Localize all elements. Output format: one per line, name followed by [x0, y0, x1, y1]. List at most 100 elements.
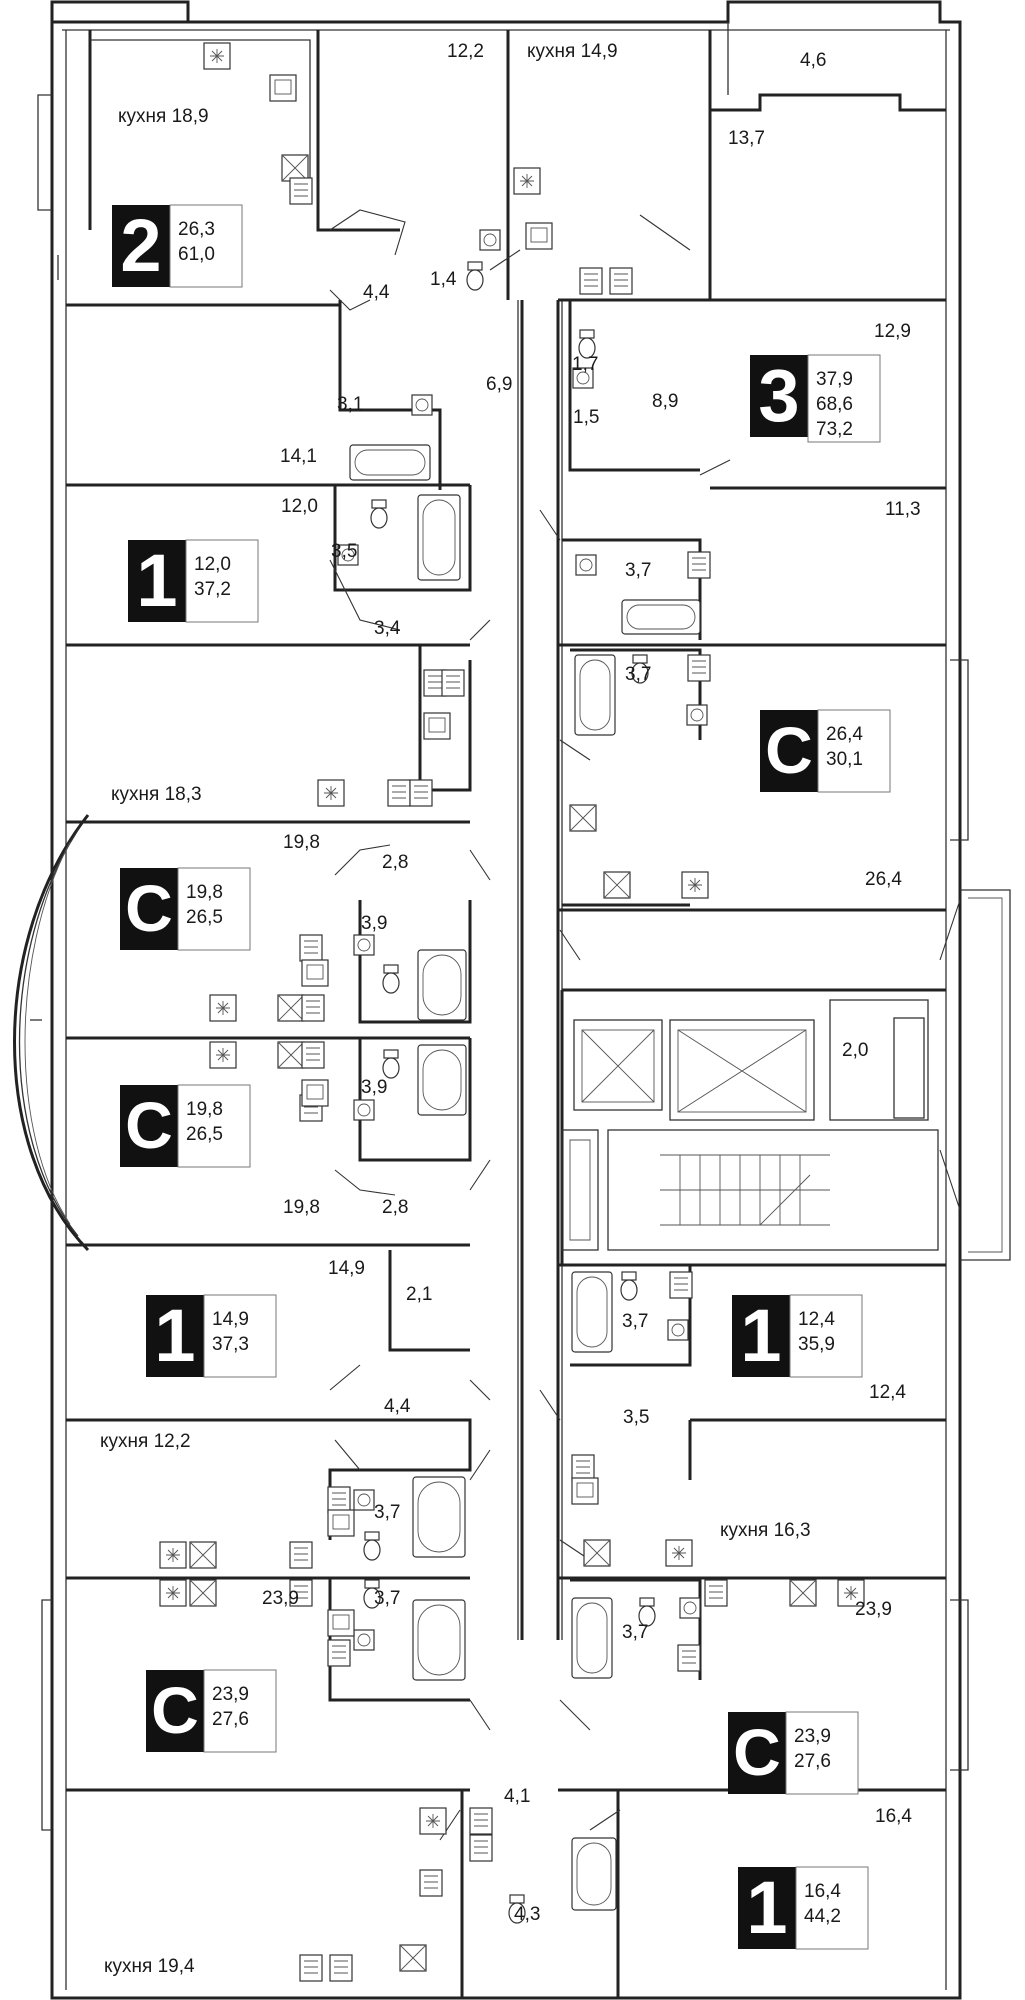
- apartment-area-value: 12,4: [798, 1309, 835, 1330]
- sink-icon: [301, 1079, 329, 1107]
- room-area-label: 2,1: [406, 1284, 432, 1305]
- stove-icon: [409, 779, 433, 807]
- room-area-label: 16,4: [875, 1806, 912, 1827]
- stove-icon: [327, 1639, 351, 1667]
- apartment-type-box: [732, 1295, 790, 1377]
- building-core: [560, 988, 946, 1267]
- sink-icon: [479, 229, 501, 251]
- sink-icon: [327, 1609, 355, 1637]
- stove-icon: [277, 994, 305, 1022]
- room-area-label: 3,7: [625, 664, 651, 685]
- apartment-area-value: 23,9: [212, 1684, 249, 1705]
- apartment-area-value: 19,8: [186, 882, 223, 903]
- toilet-icon: [631, 654, 649, 684]
- toilet-icon: [363, 1531, 381, 1561]
- apartment-area-value: 27,6: [794, 1751, 831, 1772]
- room-area-label: 12,9: [874, 321, 911, 342]
- sink-icon: [679, 1597, 701, 1619]
- ventilation-shaft-icon: [513, 167, 541, 195]
- apartment-area-value: 73,2: [816, 419, 853, 440]
- room-area-label: 3,4: [374, 618, 401, 639]
- apartment-area-box: [203, 1669, 277, 1753]
- apartment-area-value: 26,4: [826, 724, 863, 745]
- room-area-label: 14,9: [328, 1258, 365, 1279]
- room-area-label: 4,4: [384, 1396, 411, 1417]
- stove-icon: [603, 871, 631, 899]
- stove-icon: [299, 934, 323, 962]
- stove-icon: [687, 551, 711, 579]
- apartment-area-value: 19,8: [186, 1099, 223, 1120]
- room-area-label: 2,8: [382, 1197, 408, 1218]
- stove-icon: [571, 1454, 595, 1482]
- room-area-label: 12,2: [447, 41, 484, 62]
- sink-icon: [327, 1509, 355, 1537]
- stove-icon: [419, 1869, 443, 1897]
- room-area-label: 26,4: [865, 869, 902, 890]
- apartment-area-value: 61,0: [178, 244, 215, 265]
- ventilation-shaft-icon: [159, 1579, 187, 1607]
- apartment-type-label: 3: [758, 354, 799, 437]
- apartment-area-box: [177, 1084, 251, 1168]
- stove-icon: [299, 1954, 323, 1982]
- bathtub-icon: [412, 1476, 466, 1558]
- sink-icon: [269, 74, 297, 102]
- stove-icon: [387, 779, 411, 807]
- toilet-icon: [638, 1597, 656, 1627]
- room-area-label: 2,8: [382, 852, 408, 873]
- apartment-area-value: 26,3: [178, 219, 215, 240]
- room-area-label: 12,4: [869, 1382, 906, 1403]
- room-area-label: 3,7: [625, 560, 651, 581]
- apartment-area-box: [807, 354, 881, 443]
- bathtub-icon: [417, 949, 467, 1021]
- room-area-label: кухня 18,3: [111, 784, 202, 805]
- room-area-label: 2,0: [842, 1040, 868, 1061]
- stove-icon: [329, 1954, 353, 1982]
- stairs-icon: [607, 1129, 939, 1251]
- apartment-area-value: 26,5: [186, 907, 223, 928]
- room-area-label: 3,5: [623, 1407, 649, 1428]
- apartment-badge: С 19,8 26,5: [120, 867, 251, 951]
- bathtub-icon: [621, 599, 701, 635]
- apartment-type-box: [112, 205, 170, 287]
- ventilation-shaft-icon: [159, 1541, 187, 1569]
- apartment-area-value: 26,5: [186, 1124, 223, 1145]
- apartment-type-label: 1: [136, 539, 177, 622]
- apartment-type-label: С: [125, 871, 173, 945]
- bathtub-icon: [417, 494, 461, 581]
- stove-icon: [189, 1579, 217, 1607]
- room-area-label: 1,5: [573, 407, 599, 428]
- bathtub-icon: [412, 1599, 466, 1681]
- apartment-type-box: [146, 1670, 204, 1752]
- elevator-icon: [669, 1019, 815, 1121]
- apartment-area-value: 30,1: [826, 749, 863, 770]
- room-area-label: 8,9: [652, 391, 678, 412]
- room-area-label: 12,0: [281, 496, 318, 517]
- room-area-label: 23,9: [855, 1599, 892, 1620]
- apartment-area-value: 44,2: [804, 1906, 841, 1927]
- apartment-area-box: [185, 539, 259, 623]
- toilet-icon: [370, 499, 388, 529]
- ventilation-shaft-icon: [837, 1579, 865, 1607]
- sink-icon: [353, 1629, 375, 1651]
- apartment-type-box: [760, 710, 818, 792]
- sink-icon: [353, 1099, 375, 1121]
- stove-icon: [789, 1579, 817, 1607]
- toilet-icon: [382, 1049, 400, 1079]
- sink-icon: [301, 959, 329, 987]
- stove-icon: [704, 1579, 728, 1607]
- room-area-label: 4,4: [363, 282, 390, 303]
- room-area-label: кухня 12,2: [100, 1431, 191, 1452]
- sink-icon: [353, 1489, 375, 1511]
- toilet-icon: [508, 1894, 526, 1924]
- room-area-label: 3,1: [337, 394, 363, 415]
- stove-icon: [281, 154, 309, 182]
- room-area-label: 4,6: [800, 50, 826, 71]
- room-area-label: 14,1: [280, 446, 317, 467]
- sink-icon: [572, 367, 594, 389]
